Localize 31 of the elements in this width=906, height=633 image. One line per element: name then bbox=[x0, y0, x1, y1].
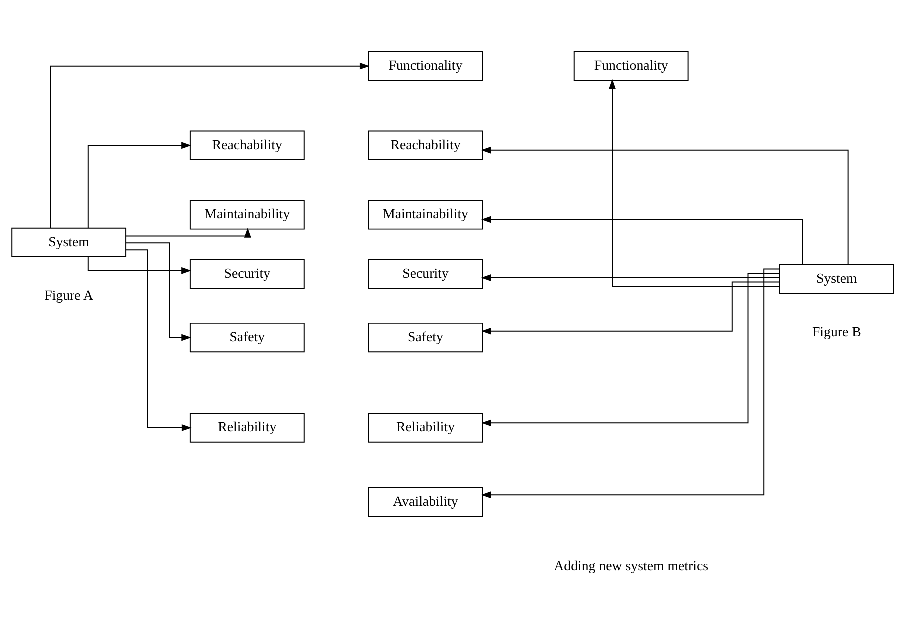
arrow bbox=[482, 216, 804, 266]
node-box: Functionality bbox=[368, 51, 484, 82]
node-box: Security bbox=[368, 260, 484, 290]
node-box: Maintainability bbox=[190, 200, 305, 230]
node-box: Reachability bbox=[190, 130, 305, 160]
arrow bbox=[482, 273, 780, 427]
arrow bbox=[88, 256, 192, 274]
node-box: Security bbox=[190, 260, 305, 290]
node-box: Maintainability bbox=[368, 200, 484, 230]
arrow bbox=[126, 250, 192, 432]
arrow bbox=[481, 146, 849, 266]
arrow bbox=[482, 282, 780, 335]
label: Figure B bbox=[812, 326, 862, 341]
arrow bbox=[126, 228, 252, 238]
node-box: System bbox=[12, 228, 127, 258]
arrow bbox=[50, 62, 370, 229]
node-box: Reliability bbox=[368, 413, 484, 443]
node-box: Safety bbox=[368, 322, 484, 353]
node-box: Functionality bbox=[574, 51, 689, 82]
node-box: Reliability bbox=[190, 413, 305, 443]
node-box: Safety bbox=[190, 322, 305, 353]
node-box: System bbox=[779, 264, 894, 294]
arrow bbox=[88, 142, 192, 228]
label: Adding new system metrics bbox=[554, 559, 709, 574]
arrow bbox=[126, 242, 192, 342]
node-box: Reachability bbox=[368, 130, 484, 160]
arrow bbox=[609, 79, 780, 288]
node-box: Availability bbox=[368, 487, 484, 518]
arrow bbox=[481, 274, 780, 282]
label: Figure A bbox=[44, 288, 94, 304]
arrow bbox=[481, 268, 780, 499]
